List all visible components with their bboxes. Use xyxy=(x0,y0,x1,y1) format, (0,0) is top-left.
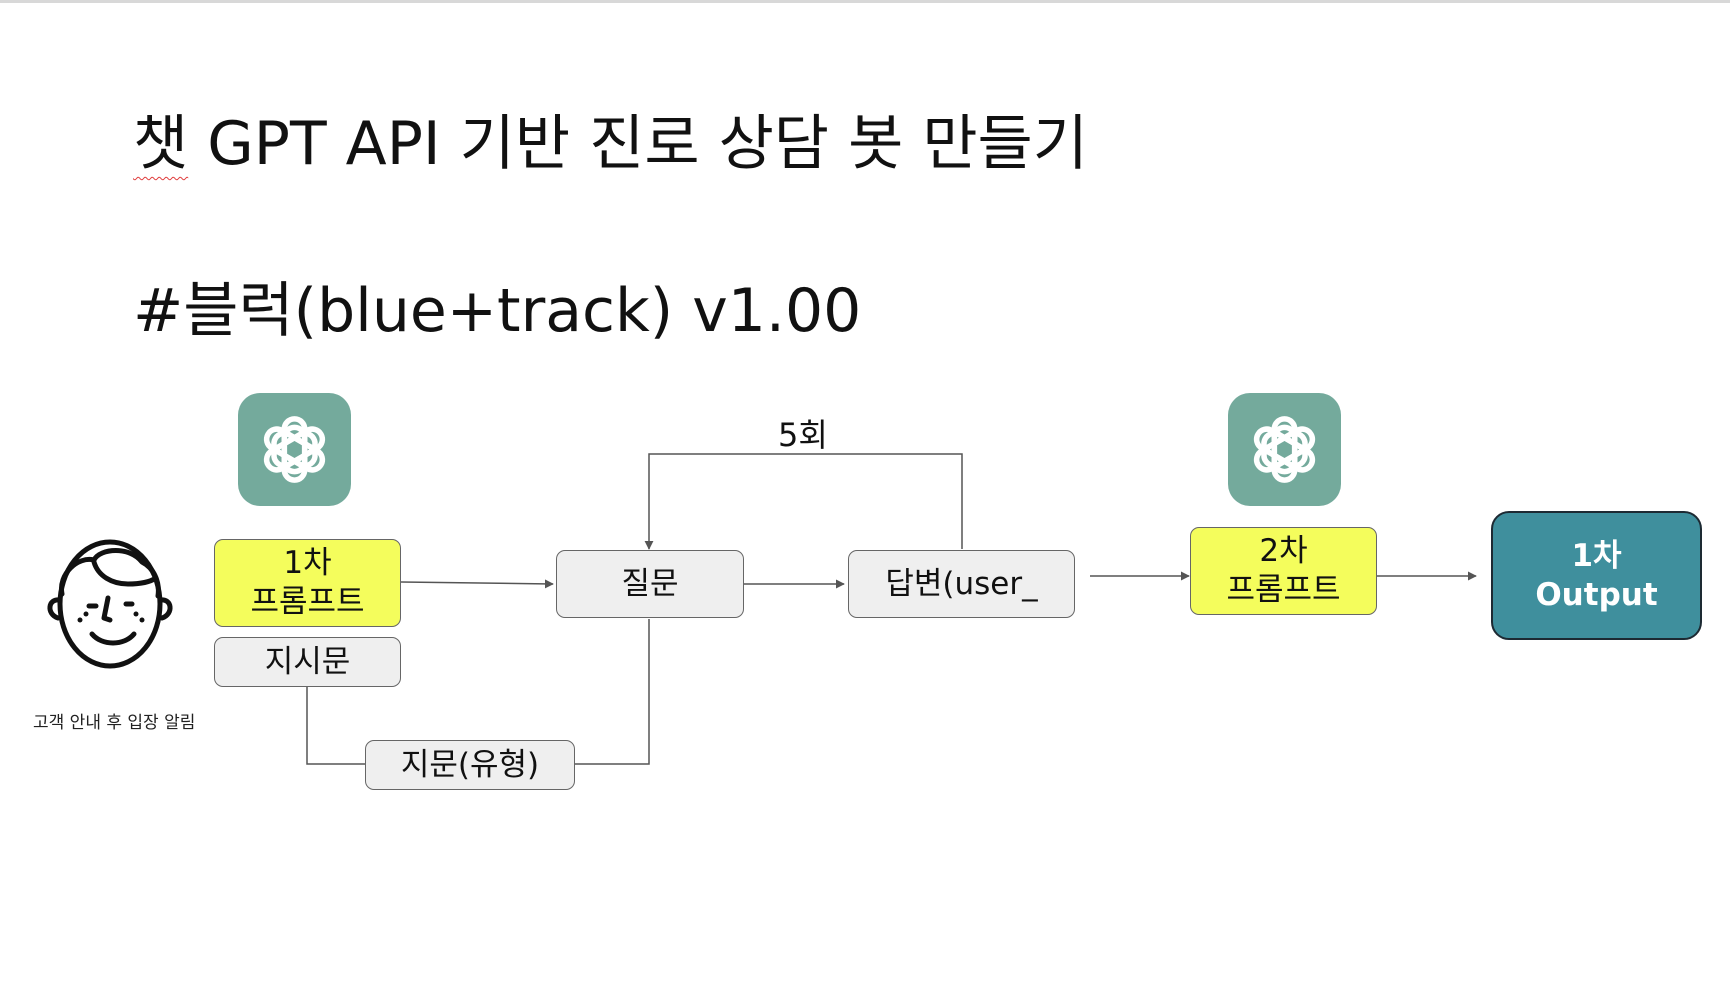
openai-logo-icon xyxy=(238,393,351,506)
customer-face-icon xyxy=(47,539,173,669)
line-instruction-to-passage xyxy=(306,687,365,765)
first-prompt-line1: 1차 xyxy=(283,545,332,582)
passage-type-box: 지문(유형) xyxy=(365,740,575,790)
answer-box: 답변(user_ xyxy=(848,550,1075,618)
loop-count-label: 5회 xyxy=(778,416,828,454)
top-border xyxy=(0,0,1730,3)
slide-title: 챗 GPT API 기반 진로 상담 봇 만들기 xyxy=(133,95,1088,182)
title-text: GPT API 기반 진로 상담 봇 만들기 xyxy=(188,109,1088,179)
slide-subtitle: #블럭(blue+track) v1.00 xyxy=(133,276,862,346)
first-prompt-line2: 프롬프트 xyxy=(250,584,365,620)
output-line1: 1차 xyxy=(1571,537,1622,574)
second-prompt-line2: 프롬프트 xyxy=(1226,572,1341,608)
second-prompt-line1: 2차 xyxy=(1259,533,1308,570)
arrow-prompt1-to-question xyxy=(400,579,554,589)
line-passage-to-question xyxy=(575,619,650,765)
title-squiggle-word: 챗 xyxy=(133,109,189,179)
openai-logo-icon xyxy=(1228,393,1341,506)
output-line2: Output xyxy=(1535,576,1658,613)
loop-arrow xyxy=(644,453,963,550)
question-box: 질문 xyxy=(556,550,744,618)
instruction-box: 지시문 xyxy=(214,637,401,687)
customer-label: 고객 안내 후 입장 알림 xyxy=(33,713,196,733)
